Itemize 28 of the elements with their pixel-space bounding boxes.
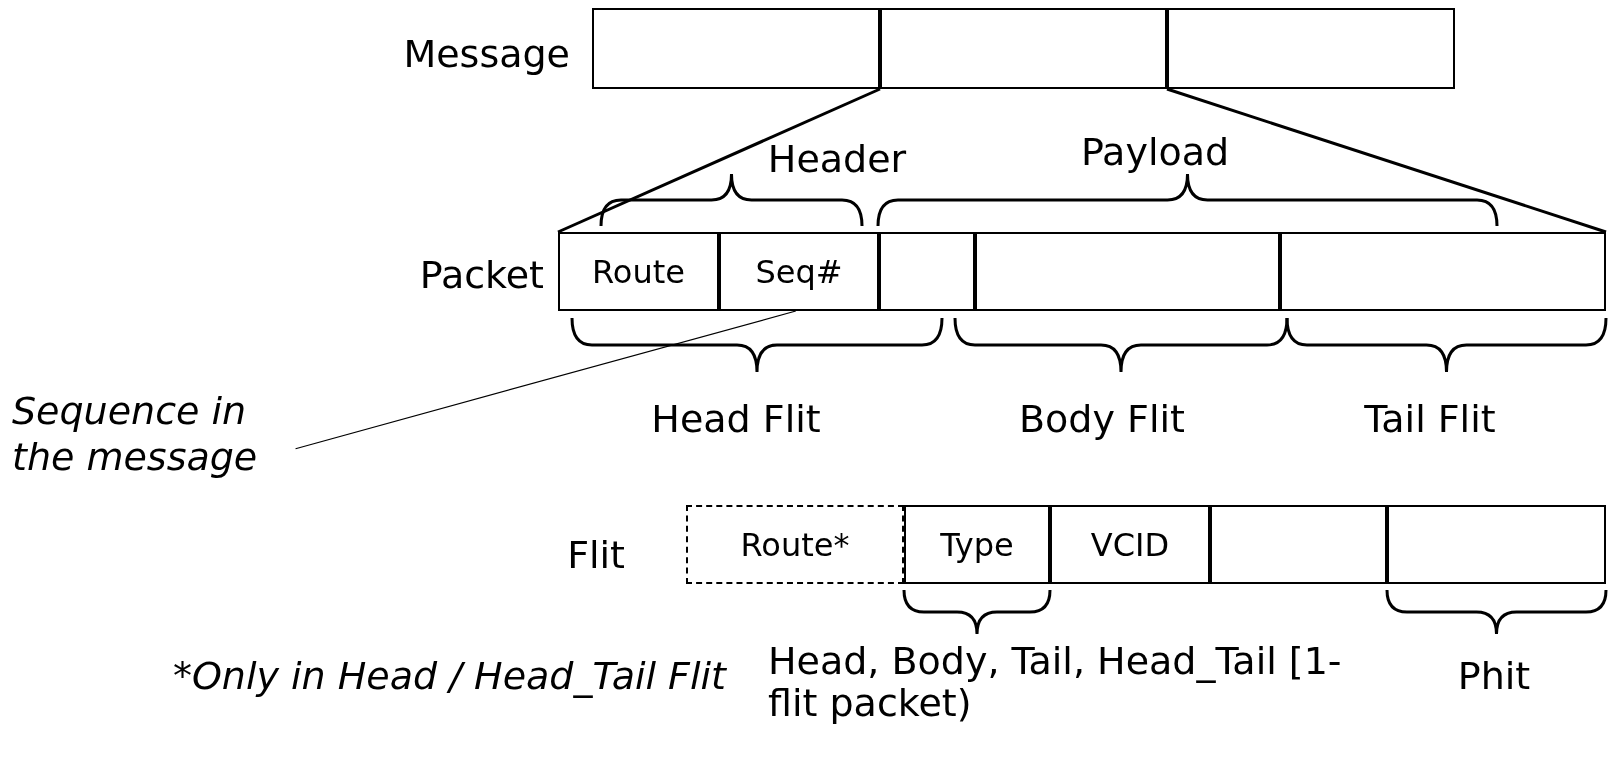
field-cell [880,8,1167,89]
field-cell: Seq# [719,232,879,311]
expansion-line [1166,87,1607,234]
field-cell [1387,505,1606,584]
expansion-line [557,87,881,234]
field-cell: Type [904,505,1050,584]
label: Tail Flit [1364,396,1496,442]
footnote: *Only in Head / Head_Tail Flit [172,653,726,699]
field-cell: VCID [1050,505,1210,584]
field-cell: Route [558,232,719,311]
leader-line [294,310,797,450]
label: Payload [1080,129,1230,175]
field-cell [592,8,880,89]
field-cell [879,232,975,311]
field-cell [1280,232,1606,311]
optional-field-cell: Route* [686,505,904,584]
label: Head Flit [651,396,821,442]
field-cell [1210,505,1387,584]
label: Flit [567,532,625,578]
field-cell [975,232,1280,311]
label: Head, Body, Tail, Head_Tail [1-flit packet) [768,640,1343,724]
label: Phit [1457,653,1531,699]
label: Message [403,31,570,77]
label: Packet [419,252,544,298]
note-text: Sequence in the message [12,388,290,480]
label: Header [767,136,907,182]
field-cell [1167,8,1455,89]
label: Body Flit [1019,396,1185,442]
